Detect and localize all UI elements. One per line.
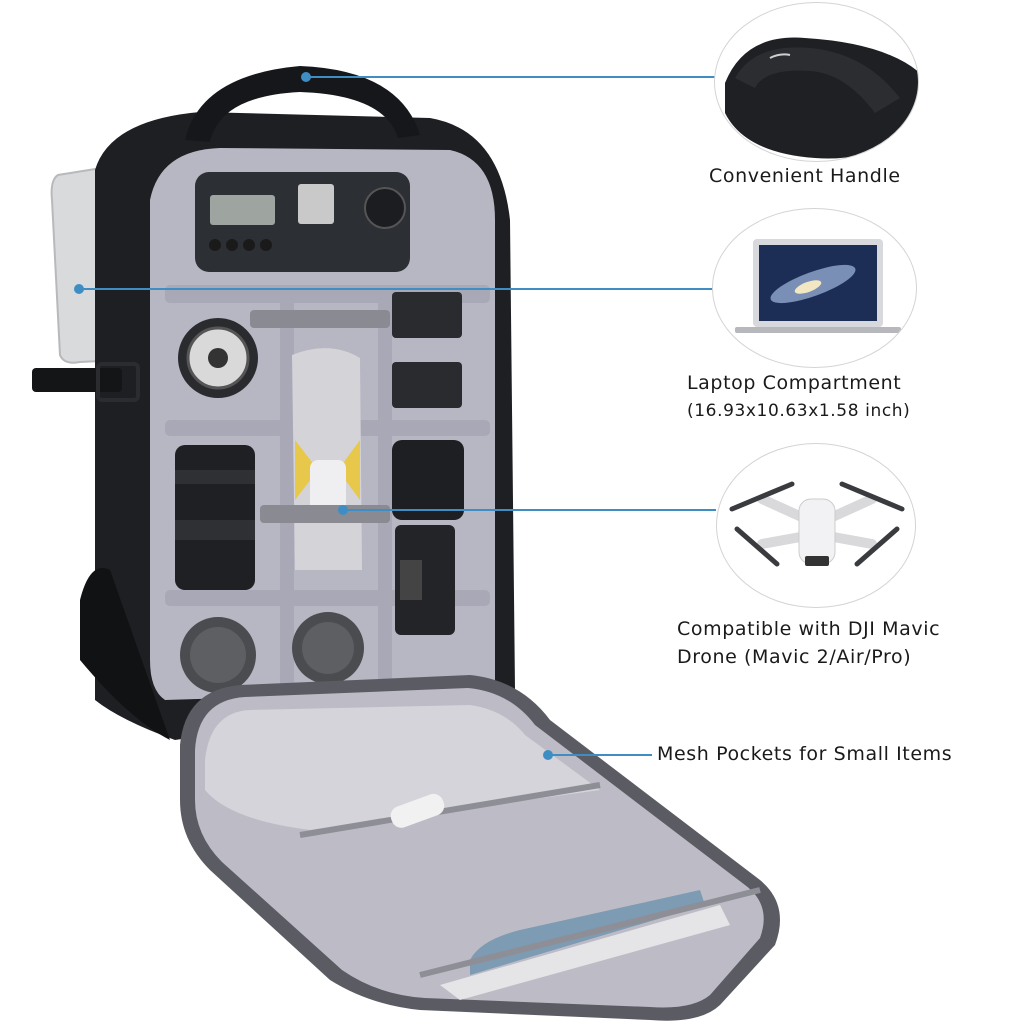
camera-lens [175,445,255,590]
callout-line-mesh [548,754,652,756]
speedlite-flash [392,440,464,635]
feature-title-laptop: Laptop Compartment (16.93x10.63x1.58 inc… [687,369,910,425]
camera-body [195,172,410,272]
feature-title-drone: Compatible with DJI Mavic Drone (Mavic 2… [677,615,940,671]
lens-rear-caps [180,612,364,693]
feature-title-handle: Convenient Handle [709,165,901,187]
batteries [392,292,462,408]
lens-cap [178,318,258,398]
front-flap [180,675,780,1021]
feature-subtitle-laptop: (16.93x10.63x1.58 inch) [687,401,911,421]
handle [185,66,420,142]
laptop-icon [712,208,917,368]
drone-icon [716,443,916,608]
callout-line-handle [306,76,716,78]
handle-closeup-icon [714,2,919,162]
callout-line-drone [343,509,716,511]
feature-subtitle-drone: Drone (Mavic 2/Air/Pro) [677,646,912,668]
feature-title-mesh: Mesh Pockets for Small Items [657,743,953,765]
callout-line-laptop [79,288,713,290]
